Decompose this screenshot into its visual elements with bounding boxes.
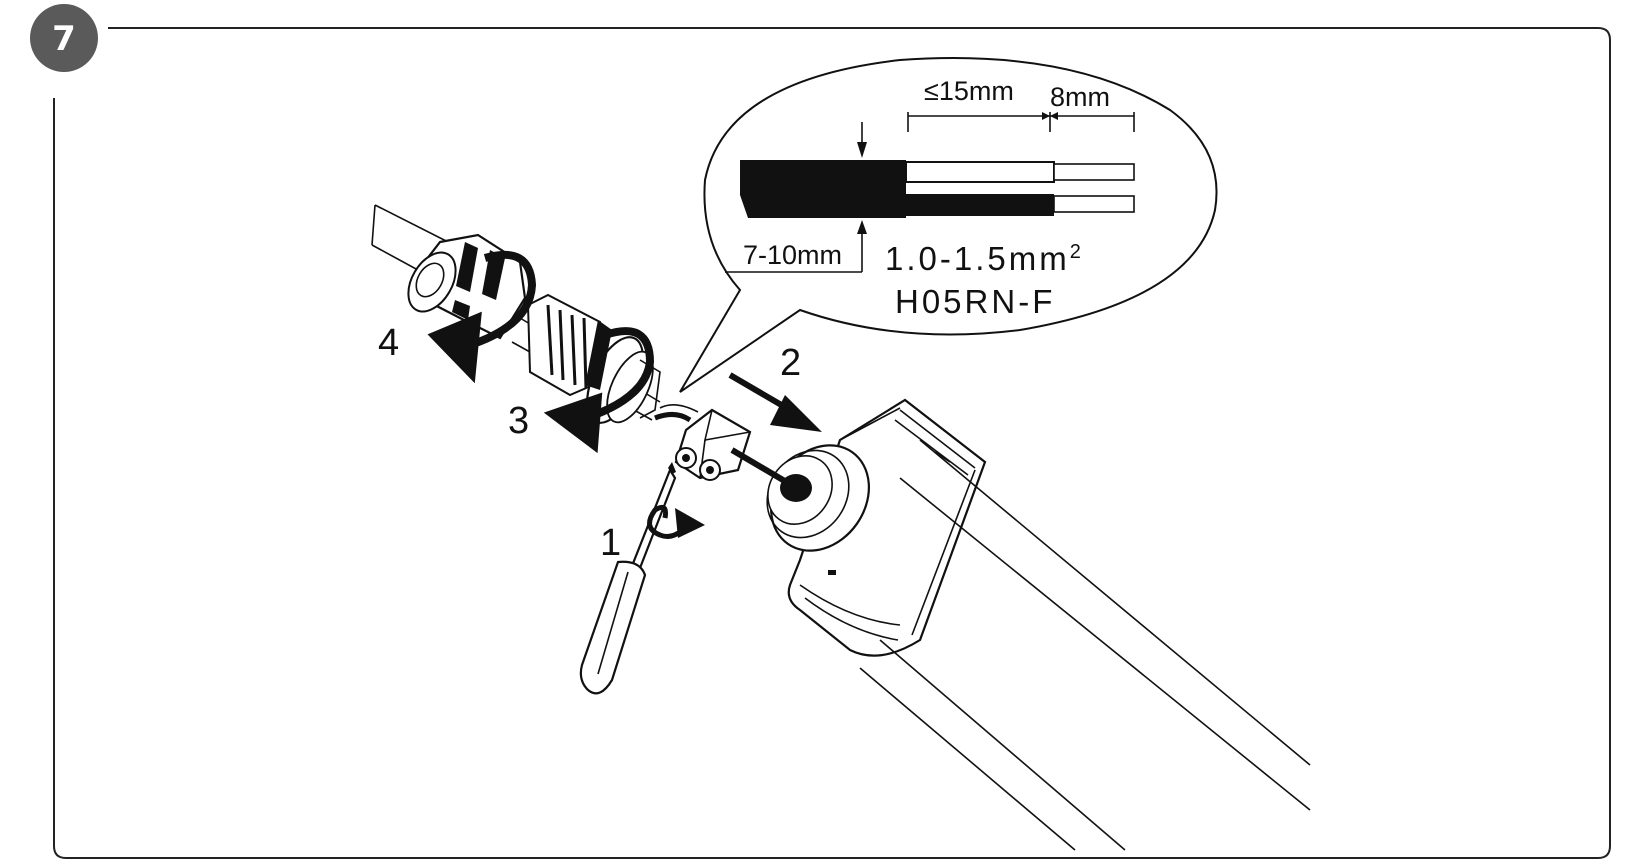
step-label-3: 3 bbox=[508, 400, 529, 442]
step-badge: 7 bbox=[30, 4, 98, 72]
step-label-4: 4 bbox=[378, 322, 399, 364]
wire-light bbox=[659, 404, 699, 413]
cross-section-exponent: 2 bbox=[1070, 241, 1084, 263]
cable-type-label: H05RN-F bbox=[895, 283, 1055, 320]
stripped-cable-illustration bbox=[740, 160, 1135, 218]
cross-section-line: 1.0-1.5mm2 bbox=[885, 240, 1084, 277]
strip-length-label: ≤15mm bbox=[924, 76, 1014, 106]
cable-diameter-label: 7-10mm bbox=[743, 240, 842, 270]
cross-section-label: 1.0-1.5mm bbox=[885, 240, 1070, 277]
wire-dark bbox=[654, 412, 692, 423]
wire-end-label: 8mm bbox=[1050, 82, 1110, 112]
rotation-arrow-1 bbox=[647, 504, 705, 539]
rotation-arrow-3 bbox=[543, 327, 655, 454]
cable-gland-cap-nut bbox=[407, 233, 527, 340]
terminal-block bbox=[674, 408, 752, 481]
direction-arrow-2 bbox=[728, 372, 822, 432]
housing-thread-inlet bbox=[766, 444, 870, 552]
step-label-1: 1 bbox=[600, 522, 621, 564]
cable-spec-callout: ≤15mm 8mm 7-10mm 1.0-1.5mm2 H05RN-F bbox=[679, 57, 1218, 393]
screwdriver bbox=[579, 462, 677, 695]
rotation-arrow-4 bbox=[427, 250, 537, 384]
step-label-2: 2 bbox=[780, 342, 801, 384]
step-number: 7 bbox=[52, 19, 76, 59]
panel-frame bbox=[53, 27, 1611, 859]
luminaire-housing bbox=[787, 398, 1311, 851]
